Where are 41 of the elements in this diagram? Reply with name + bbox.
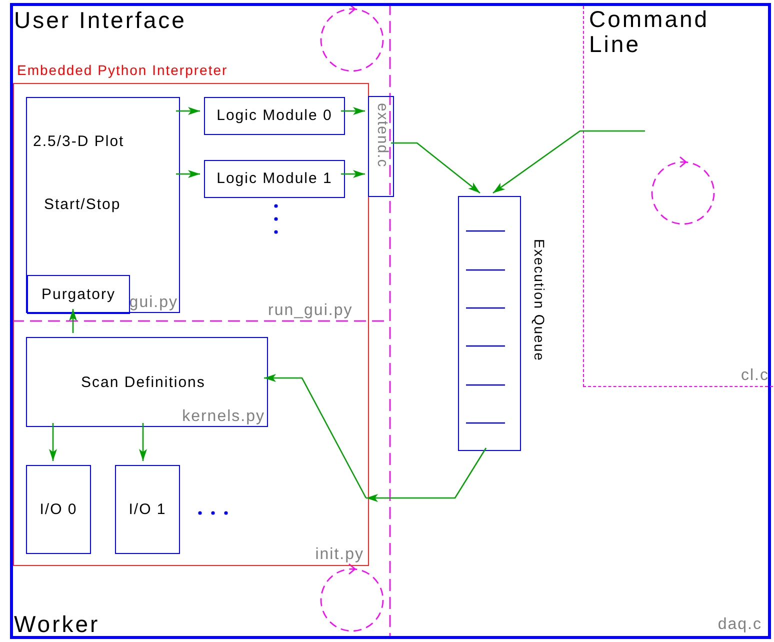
module-label: Purgatory (40, 286, 117, 303)
module-box (115, 465, 180, 554)
file-name: daq.c (718, 616, 762, 634)
arrow (366, 448, 487, 502)
file-name: cl.c (741, 367, 769, 385)
file-name: gui.py (129, 294, 178, 312)
file-name: run_gui.py (268, 302, 353, 320)
arrow (341, 170, 365, 178)
arrow (176, 170, 200, 178)
module-label: 2.5/3-D Plot (33, 134, 124, 150)
module-label: I/O 1 (128, 501, 168, 518)
file-name: kernels.py (182, 408, 265, 426)
arrow (492, 130, 645, 194)
module-label: Start/Stop (44, 197, 121, 214)
arrow (176, 107, 200, 115)
module-box (204, 160, 345, 198)
module-label: Logic Module 0 (216, 108, 334, 124)
arrow (264, 374, 367, 498)
arrow (391, 142, 480, 194)
file-name: init.py (315, 546, 364, 564)
queue-label: Execution Queue (531, 239, 546, 362)
arrow (341, 107, 365, 115)
module-label: Logic Module 1 (216, 170, 334, 188)
frame-title: Embedded Python Interpreter (17, 63, 228, 78)
region-title: Command Line (589, 7, 710, 58)
module-box (26, 97, 180, 313)
module-label: Scan Definitions (81, 375, 206, 392)
module-box (204, 97, 345, 135)
module-box (26, 465, 91, 554)
region-title: User Interface (14, 8, 186, 34)
module-box (368, 96, 394, 197)
module-box (27, 275, 130, 314)
arrow (139, 423, 147, 461)
region-frame (583, 6, 773, 387)
arrow (69, 309, 77, 333)
region-title: Worker (14, 612, 100, 638)
module-label: I/O 0 (38, 501, 78, 518)
file-name: extend.c (373, 103, 390, 168)
process-frame (10, 3, 771, 639)
arrow (49, 423, 57, 461)
module-box (26, 337, 268, 427)
